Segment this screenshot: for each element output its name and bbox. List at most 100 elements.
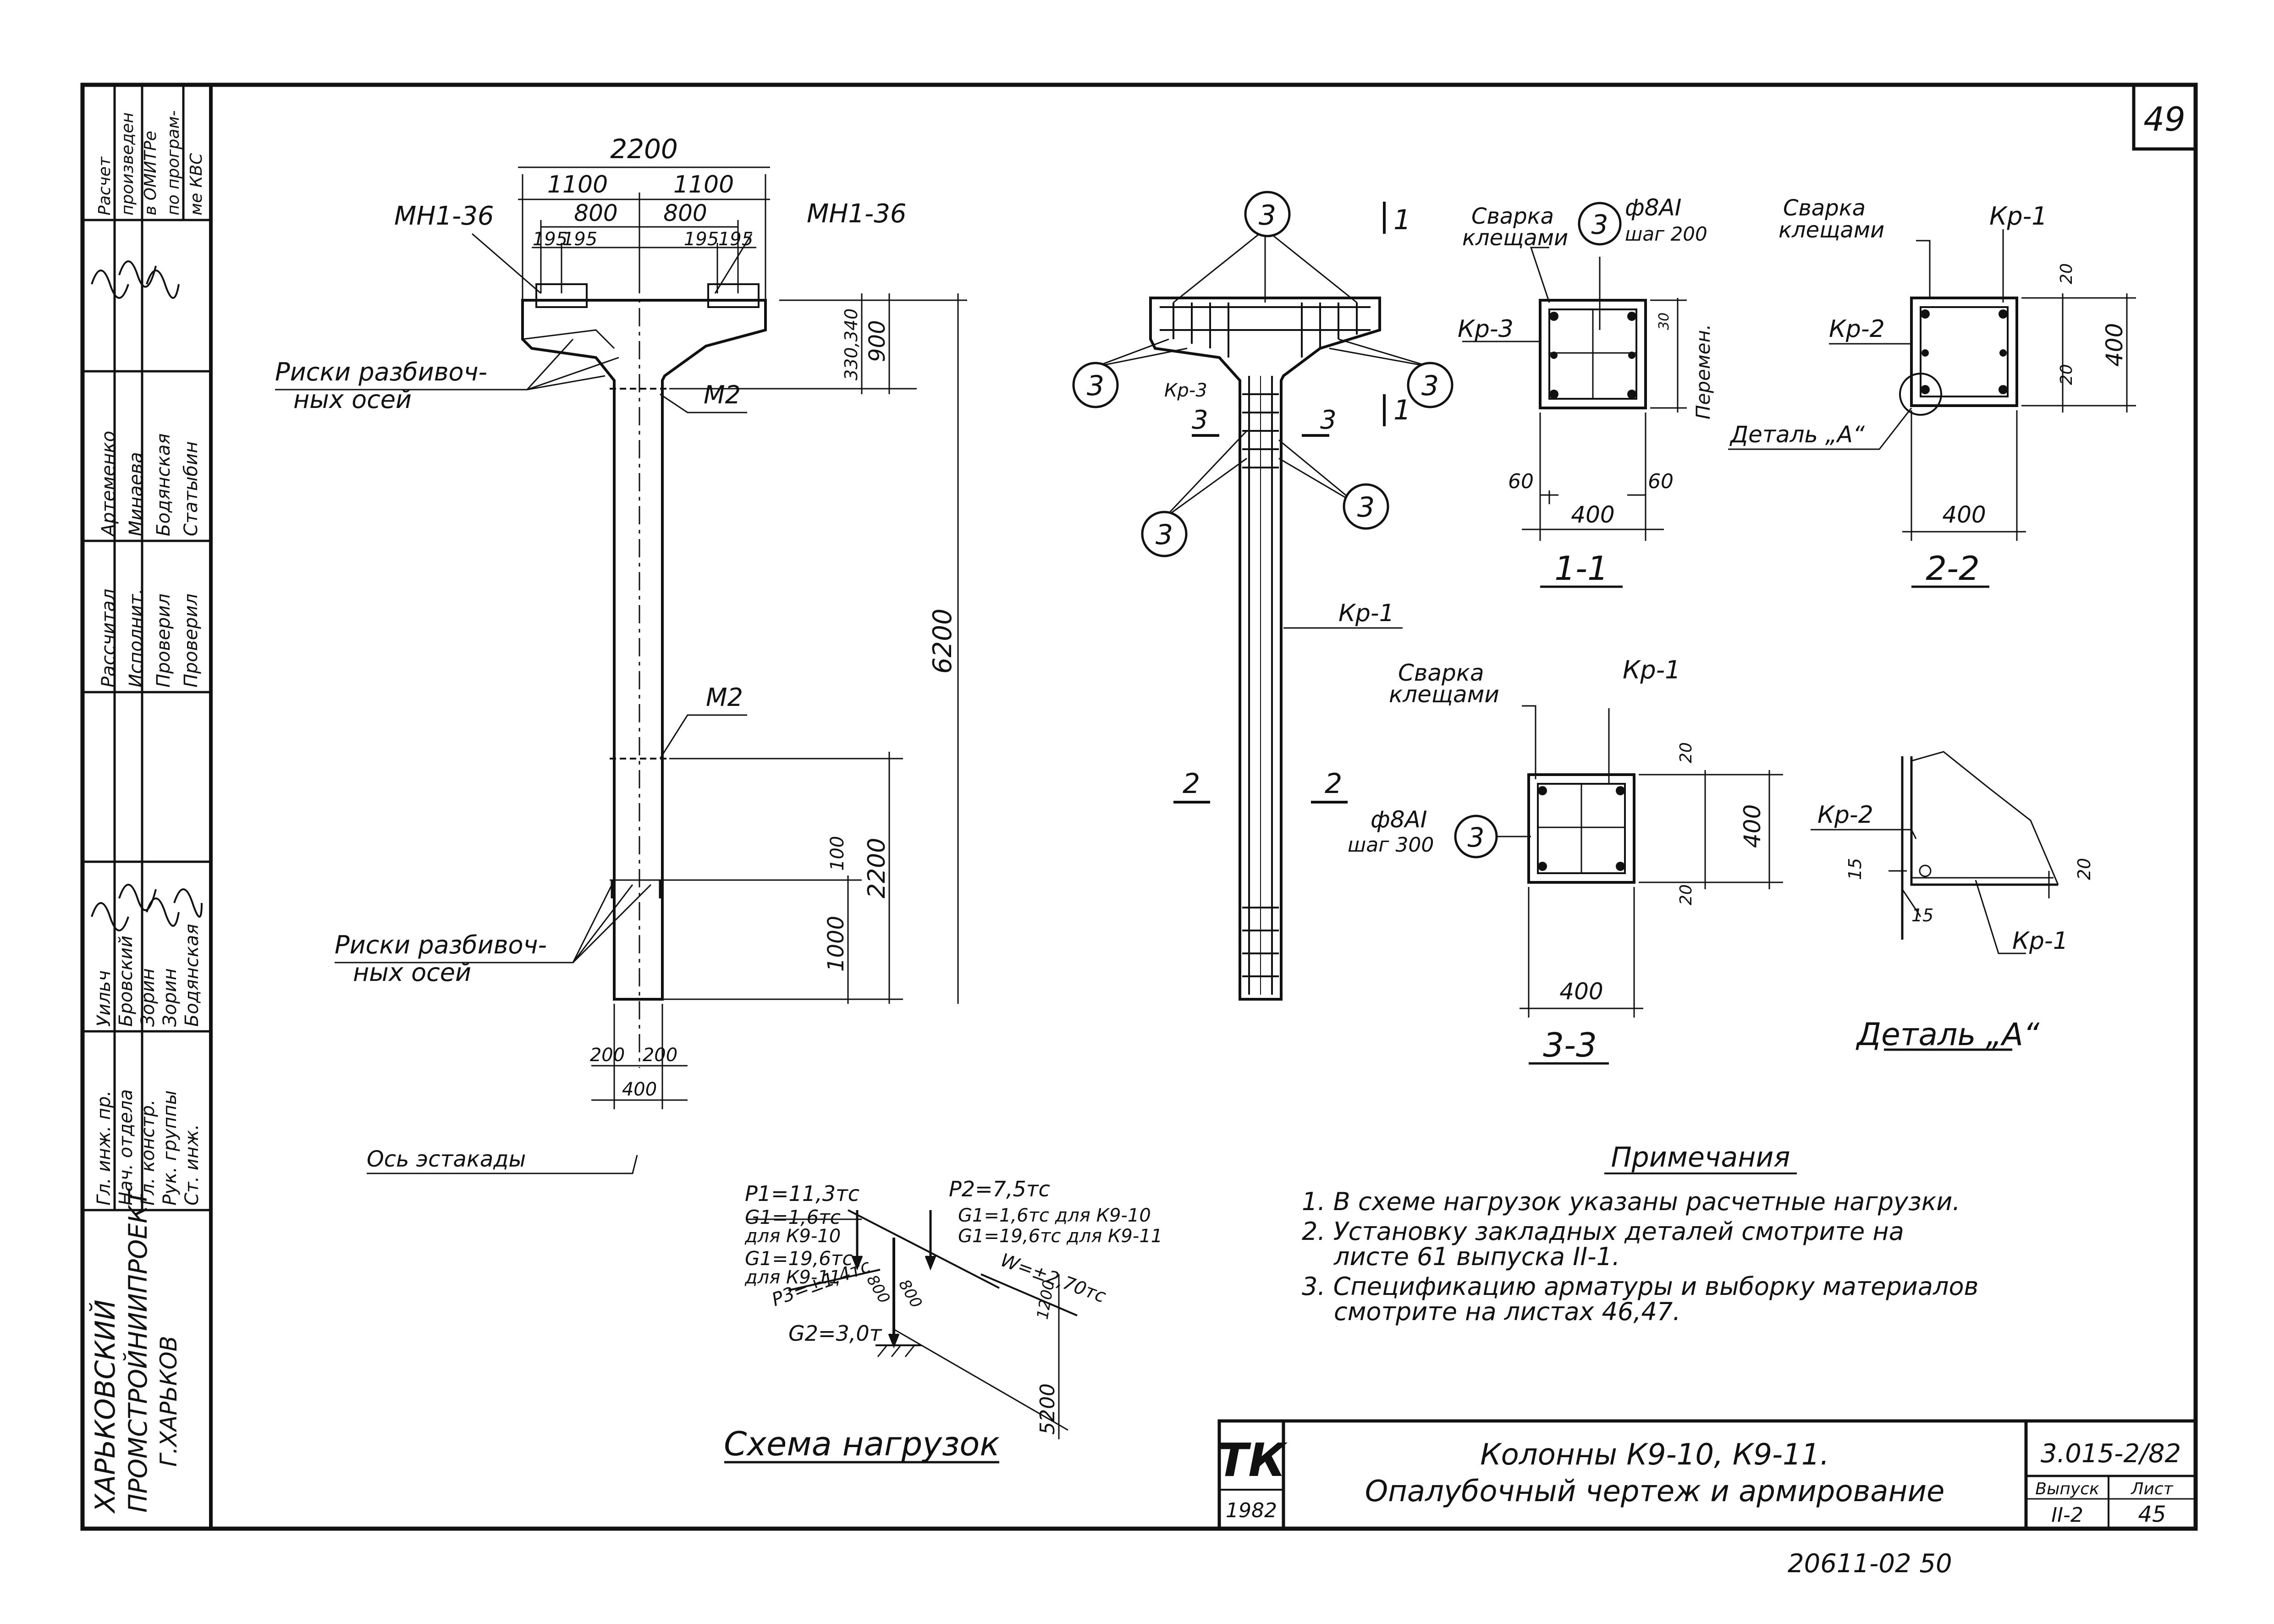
- section-1-top: 1: [1393, 204, 1411, 236]
- s33-pos3-marker: [1454, 815, 1498, 859]
- load-800-b: 800: [895, 1277, 925, 1311]
- s22-title: 2-2: [1926, 549, 1980, 588]
- staff-role-3: Гл. констр.: [138, 1100, 159, 1206]
- pos-3-c: 3: [1421, 370, 1439, 402]
- calc-role-4: Проверил: [181, 594, 202, 688]
- title-block: [1217, 1419, 2197, 1530]
- dim-100: 100: [827, 836, 848, 871]
- load-p2: P2=7,5тс: [949, 1177, 1050, 1201]
- kr3-label: Кр-3: [1164, 380, 1207, 401]
- calc-note-2: произведен: [118, 112, 137, 215]
- calc-name-1: Артеменко: [98, 431, 119, 538]
- dim-195-1: 195: [533, 229, 567, 250]
- pos-3-a: 3: [1259, 199, 1276, 231]
- calc-note-3: в ОМИТРе: [141, 131, 160, 215]
- detail-kr1: Кр-1: [2012, 927, 2068, 955]
- note-2: 2. Установку закладных деталей смотрите …: [1302, 1217, 1904, 1246]
- s11-30: 30: [1656, 313, 1672, 330]
- dim-1100-right: 1100: [673, 171, 734, 198]
- s22-kr1: Кр-1: [1989, 202, 2047, 231]
- load-g1c: G1=1,6тс для К9-10: [958, 1205, 1151, 1226]
- dim-800-left: 800: [574, 200, 617, 226]
- s22-20-bottom: 20: [2057, 364, 2076, 385]
- calc-note-4: по програм-: [164, 110, 183, 215]
- org-name-1: ХАРЬКОВСКИЙ: [89, 1299, 121, 1514]
- section-1-1: [1462, 247, 1687, 588]
- load-g1b: G1=19,6тс: [745, 1247, 853, 1270]
- tk-logo: ТК: [1217, 1433, 1288, 1487]
- dim-2200-top: 2200: [610, 133, 678, 165]
- position-markers: [1072, 191, 1454, 557]
- s11-60-left: 60: [1508, 470, 1534, 493]
- s33-20-bottom: 20: [1677, 884, 1696, 905]
- load-g1b-for: для К9-11: [744, 1267, 841, 1288]
- s33-20-top: 20: [1677, 742, 1696, 763]
- risk-label-top-1: Риски разбивоч-: [275, 358, 487, 386]
- s11-pos3: 3: [1591, 209, 1608, 240]
- calc-note-5: ме КВС: [187, 153, 206, 215]
- issue-label: Выпуск: [2035, 1480, 2099, 1498]
- note-3-cont: смотрите на листах 46,47.: [1334, 1297, 1680, 1326]
- org-name-3: Г.ХАРЬКОВ: [155, 1336, 182, 1467]
- load-scheme-title: Схема нагрузок: [724, 1425, 1000, 1463]
- pos-3-e: 3: [1357, 491, 1375, 523]
- elevation-dimensions: [275, 166, 967, 1174]
- detail-15-b: 15: [1911, 905, 1933, 925]
- m2-label-mid: М2: [706, 683, 743, 712]
- load-scheme: [724, 1209, 1078, 1464]
- detail-kr2: Кр-2: [1817, 801, 1873, 829]
- calc-role-1: Рассчитал: [98, 589, 119, 688]
- pos-3-b: 3: [1087, 370, 1104, 402]
- dim-195-3: 195: [684, 229, 719, 250]
- dim-195-4: 195: [718, 229, 753, 250]
- load-g1d: G1=19,6тс для К9-11: [958, 1226, 1162, 1247]
- dim-1000: 1000: [823, 916, 849, 972]
- detail-a-title: Деталь „А“: [1856, 1017, 2040, 1053]
- s33-title: 3-3: [1543, 1026, 1597, 1064]
- load-g1a-for: для К9-10: [744, 1226, 841, 1247]
- s33-weld-1: Сварка: [1398, 660, 1484, 686]
- s11-perem: Перемен.: [1692, 324, 1714, 419]
- calc-name-3: Бодянская: [153, 433, 174, 536]
- s33-400-vertical: 400: [1739, 804, 1766, 848]
- archive-number: 20611-02 50: [1788, 1549, 1952, 1579]
- s11-title: 1-1: [1554, 549, 1608, 588]
- risk-label-bottom-1: Риски разбивоч-: [335, 930, 547, 959]
- section-2-left: 2: [1183, 768, 1200, 800]
- staff-name-2: Бровский: [116, 936, 137, 1027]
- notes-heading: Примечания: [1611, 1141, 1790, 1173]
- title-year: 1982: [1226, 1499, 1277, 1522]
- s11-weld-2: клещами: [1462, 225, 1568, 251]
- sheet-label: Лист: [2130, 1480, 2173, 1498]
- s22-400-vertical: 400: [2101, 323, 2128, 367]
- section-2-2: [1728, 229, 2136, 588]
- signatures: [91, 260, 203, 931]
- note-2-cont: листе 61 выпуска II-1.: [1333, 1242, 1620, 1271]
- s33-bar-2: шаг 300: [1348, 833, 1434, 857]
- section-3-3-bars: [1538, 786, 1625, 871]
- load-g2: G2=3,0т: [788, 1321, 882, 1346]
- section-3-right: 3: [1320, 405, 1337, 435]
- calc-role-3: Проверил: [153, 594, 174, 688]
- calc-role-2: Исполнит.: [126, 589, 147, 688]
- load-g1a: G1=1,6тс: [745, 1206, 841, 1228]
- issue-value: II-2: [2051, 1503, 2083, 1527]
- s11-bar-1: ф8АI: [1625, 194, 1682, 221]
- section-2-2-bars: [1921, 309, 2008, 394]
- calc-name-4: Статыбин: [181, 441, 202, 536]
- dim-2200-vertical: 2200: [863, 838, 891, 898]
- note-1: 1. В схеме нагрузок указаны расчетные на…: [1302, 1187, 1960, 1216]
- section-2-right: 2: [1325, 768, 1342, 800]
- s22-weld-1: Сварка: [1783, 195, 1866, 221]
- s33-pos3: 3: [1468, 822, 1485, 853]
- staff-role-5: Ст. инж.: [182, 1124, 203, 1206]
- pos-3-d: 3: [1156, 519, 1173, 551]
- calc-note-1: Расчет: [95, 156, 114, 215]
- s11-weld-1: Сварка: [1471, 204, 1554, 229]
- kr1-label: Кр-1: [1338, 600, 1394, 627]
- detail-15-a: 15: [1845, 858, 1865, 880]
- detail-a: [1811, 751, 2059, 1051]
- dim-200-left: 200: [590, 1045, 625, 1066]
- staff-role-1: Гл. инж. пр.: [94, 1090, 115, 1206]
